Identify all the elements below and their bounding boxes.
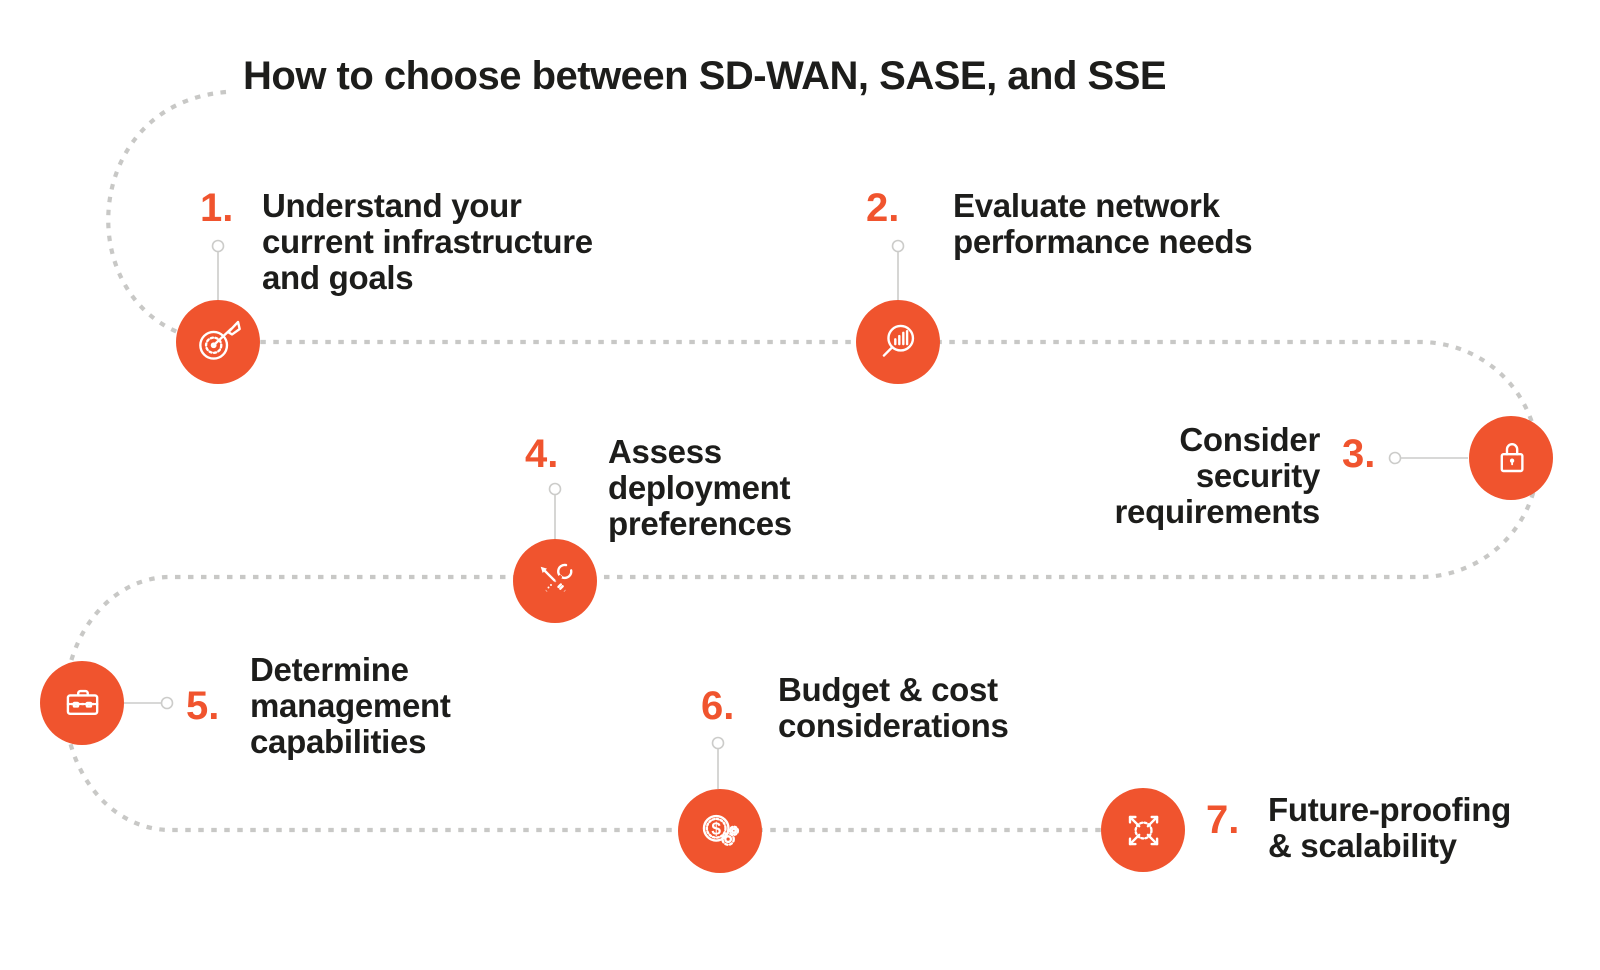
step-1-label: Understand your current infrastructure a…: [262, 188, 593, 296]
step-2-label-line: Evaluate network: [953, 187, 1220, 224]
step-4-label-line: deployment: [608, 469, 791, 506]
step-4-number: 4.: [525, 432, 559, 476]
step-5-number: 5.: [186, 684, 220, 728]
magnifier-chart-icon: [882, 324, 915, 357]
connector-dot: [891, 239, 905, 253]
step-7-label: Future-proofing & scalability: [1268, 792, 1511, 864]
tools-icon: [540, 563, 573, 592]
wrench-glyph: [545, 563, 573, 592]
step-6-label-line: Budget & cost: [778, 671, 998, 708]
briefcase-icon: [66, 689, 99, 716]
step-7-number: 7.: [1206, 798, 1240, 842]
step-2-number: 2.: [866, 186, 900, 230]
step-5-label-line: Determine: [250, 651, 409, 688]
expand-arrows: [1128, 815, 1159, 846]
step-2-label-line: performance needs: [953, 223, 1253, 260]
step-7-label-line: & scalability: [1268, 827, 1457, 864]
step-5-circle: [40, 661, 124, 745]
lock-icon: [1500, 443, 1524, 473]
step-3-number: 3.: [1342, 432, 1376, 476]
step-5-label-line: management: [250, 687, 451, 724]
step-5-label: Determine management capabilities: [250, 652, 451, 760]
dollar-gears-icon: $: [702, 814, 740, 846]
step-6-label: Budget & cost considerations: [778, 672, 1009, 744]
page-title: How to choose between SD-WAN, SASE, and …: [243, 54, 1167, 98]
step-3-label-line: requirements: [1114, 493, 1321, 530]
step-7-label-line: Future-proofing: [1268, 791, 1511, 828]
step-4-label-line: Assess: [608, 433, 722, 470]
step-3-label-line: Consider: [1179, 421, 1320, 458]
step-4-label-line: preferences: [608, 505, 792, 542]
expand-arrows-icon: [1128, 815, 1159, 846]
step-1-label-line: current infrastructure: [262, 223, 593, 260]
step-2-label: Evaluate network performance needs: [953, 187, 1253, 260]
step-4-label: Assess deployment preferences: [608, 434, 792, 542]
step-1-label-line: Understand your: [262, 187, 522, 224]
step-6-number: 6.: [701, 684, 735, 728]
dollar-sign: $: [711, 818, 721, 838]
connector-dot: [1388, 451, 1402, 465]
step-3-label: Consider security requirements: [1000, 421, 1321, 530]
connector-dot: [211, 239, 225, 253]
step-1-label-line: and goals: [262, 259, 414, 296]
step-2-circle: [856, 300, 940, 384]
step-7-circle: [1101, 788, 1185, 872]
step-3-label-line: security: [1195, 457, 1320, 494]
step-6-circle: $: [678, 789, 762, 873]
step-3-circle: [1469, 416, 1553, 500]
step-1-number: 1.: [200, 186, 234, 230]
target-arrow-icon: [199, 320, 241, 360]
step-6-label-line: considerations: [778, 707, 1009, 744]
connector-dot: [548, 482, 562, 496]
connector-dot: [160, 696, 174, 710]
connector-dot: [711, 736, 725, 750]
step-5-label-line: capabilities: [250, 723, 427, 760]
step-1-circle: [176, 300, 260, 384]
screwdriver-glyph: [540, 566, 566, 592]
step-4-circle: [513, 539, 597, 623]
journey-path: [62, 89, 1541, 833]
